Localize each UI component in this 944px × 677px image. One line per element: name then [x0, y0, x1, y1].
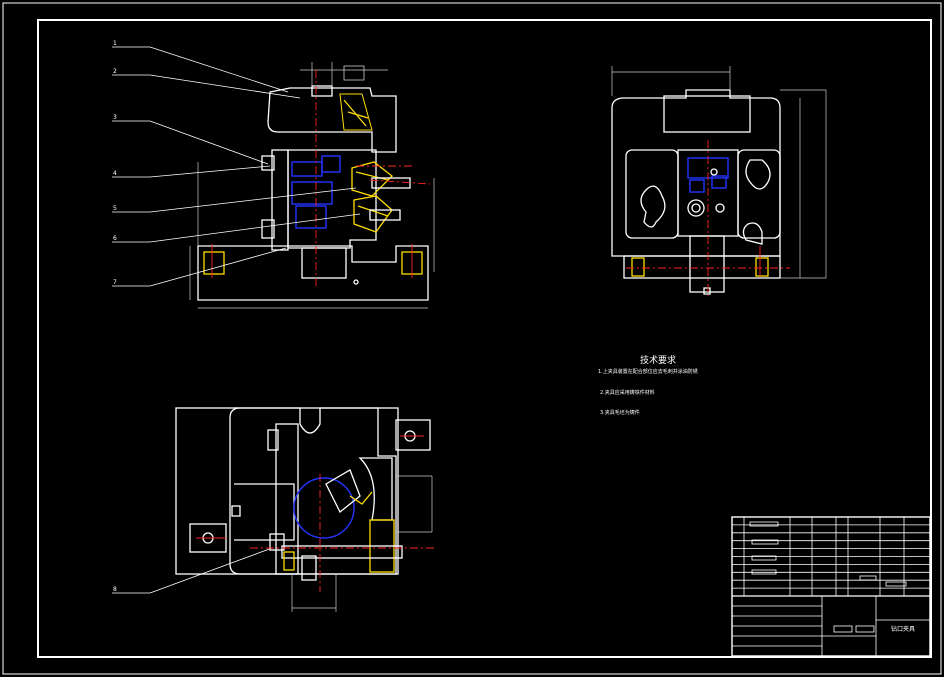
tech-req-item-3: 3.夹具毛坯为铸件 [600, 410, 640, 416]
side-view [611, 66, 827, 296]
tech-req-item-2: 2.夹具应采用铸铁件材料 [600, 390, 655, 396]
balloon-labels: 1 2 3 4 5 6 7 8 [113, 40, 117, 593]
balloon-6: 6 [113, 235, 117, 242]
balloon-1: 1 [113, 40, 117, 47]
leader-lines [112, 46, 361, 594]
tech-req-title: 技术要求 [640, 356, 677, 366]
balloon-7: 7 [113, 279, 117, 286]
balloon-5: 5 [113, 205, 117, 212]
drawing-name: 钻口夹具 [891, 625, 915, 633]
tech-req-item-1: 1.上夹具装置在配合部位应去毛刺并涂油防锈 [598, 369, 698, 375]
front-view [189, 62, 435, 309]
title-block [731, 516, 931, 657]
inner-border [37, 19, 932, 658]
top-view [175, 407, 436, 612]
balloon-3: 3 [113, 114, 117, 121]
balloon-8: 8 [113, 586, 117, 593]
balloon-4: 4 [113, 170, 117, 177]
balloon-2: 2 [113, 68, 117, 75]
